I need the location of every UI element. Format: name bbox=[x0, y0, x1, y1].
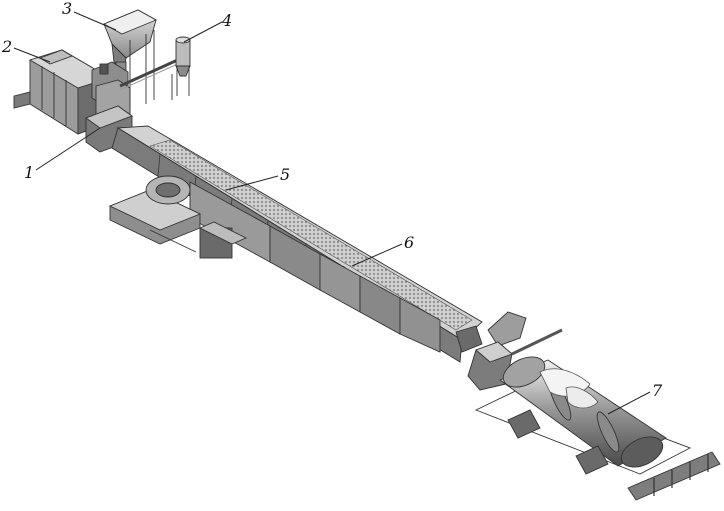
callout-3: 3 bbox=[62, 0, 72, 18]
callouts: 1 2 3 4 5 6 7 bbox=[1, 0, 663, 400]
rotary-drum bbox=[474, 356, 721, 501]
callout-7: 7 bbox=[652, 381, 663, 400]
separator-unit bbox=[119, 36, 191, 100]
leader-lines bbox=[13, 11, 651, 415]
callout-2: 2 bbox=[1, 37, 12, 56]
callout-1: 1 bbox=[24, 163, 34, 182]
callout-4: 4 bbox=[221, 11, 232, 30]
callout-5: 5 bbox=[280, 165, 290, 184]
callout-6: 6 bbox=[404, 233, 414, 252]
conveyor-oven bbox=[111, 125, 483, 363]
drum-feed-chute bbox=[467, 311, 563, 391]
roller-drive-unit bbox=[108, 175, 248, 259]
